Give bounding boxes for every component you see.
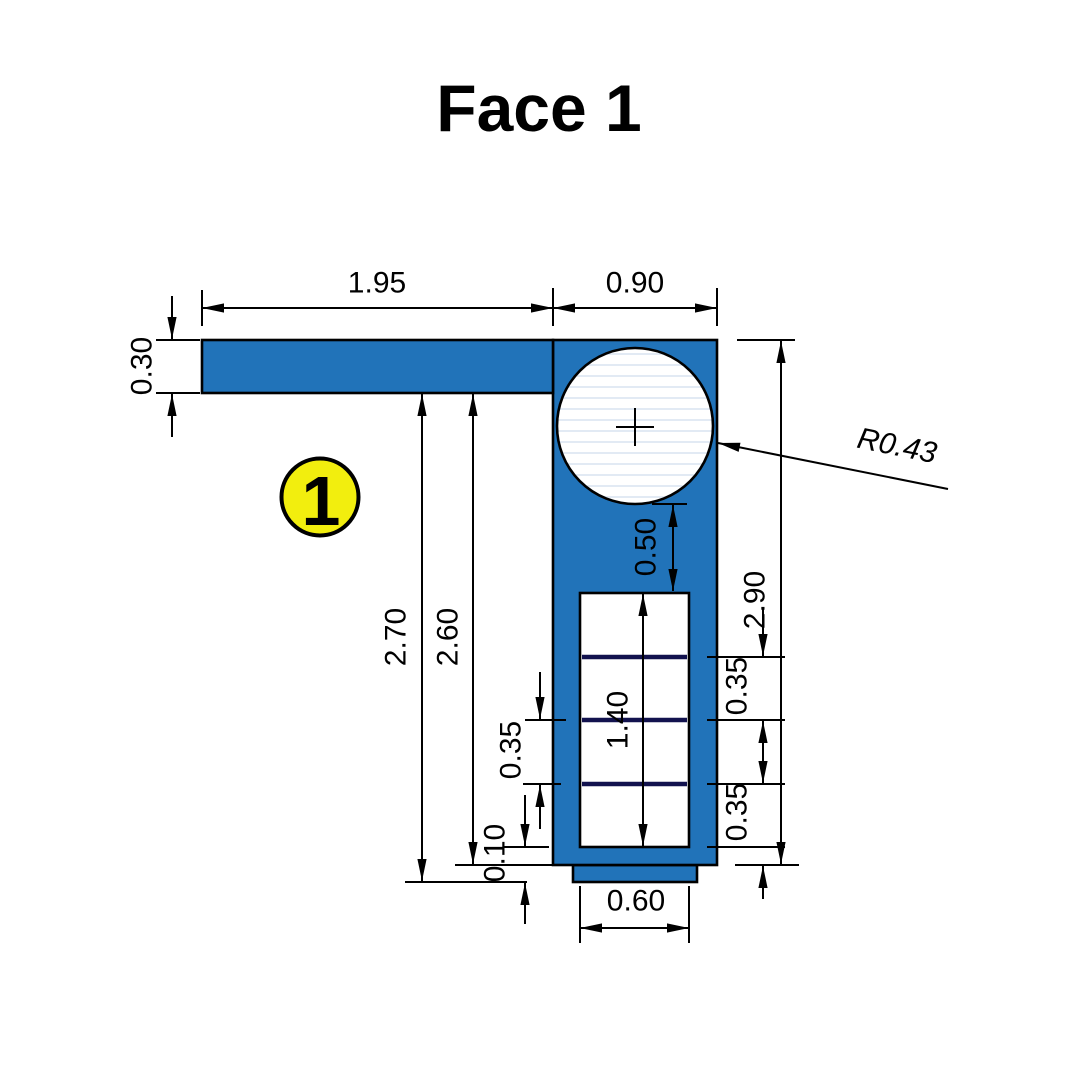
dim-arm-thickness: 0.30: [126, 337, 159, 395]
dim-hole-to-slot: 0.50: [630, 518, 663, 576]
dim-overall-height: 2.60: [432, 608, 465, 666]
dimension-lines: [167, 296, 949, 933]
dim-slot-length: 1.40: [602, 691, 635, 749]
dim-slot-pitch-right-bottom: 0.35: [721, 783, 754, 841]
face-number-badge: 1: [279, 456, 361, 540]
leader-line-hole-radius: [717, 442, 949, 490]
badge-number: 1: [302, 462, 341, 540]
dim-column-height: 2.90: [739, 571, 772, 629]
horizontal-arm-shape: [200, 338, 555, 395]
dim-arm-length: 1.95: [348, 267, 406, 300]
dim-overall-height-with-tab: 2.70: [380, 608, 413, 666]
dim-column-width: 0.90: [606, 267, 664, 300]
dim-slot-pitch-left: 0.35: [495, 721, 528, 779]
dim-hole-radius: R0.43: [854, 422, 939, 470]
dim-tab-height: 0.10: [479, 824, 512, 882]
dim-slot-width: 0.60: [607, 885, 665, 918]
slot-cutout: [578, 591, 691, 849]
dimension-labels: 1.95 0.90 0.30 2.70 2.60 0.50 1.40 0.35 …: [126, 267, 940, 918]
dim-slot-pitch-right-top: 0.35: [721, 657, 754, 715]
circular-hole: [555, 346, 715, 506]
page-title: Face 1: [436, 71, 641, 145]
bottom-tab-shape: [571, 863, 699, 884]
badge-circle: [279, 456, 361, 538]
